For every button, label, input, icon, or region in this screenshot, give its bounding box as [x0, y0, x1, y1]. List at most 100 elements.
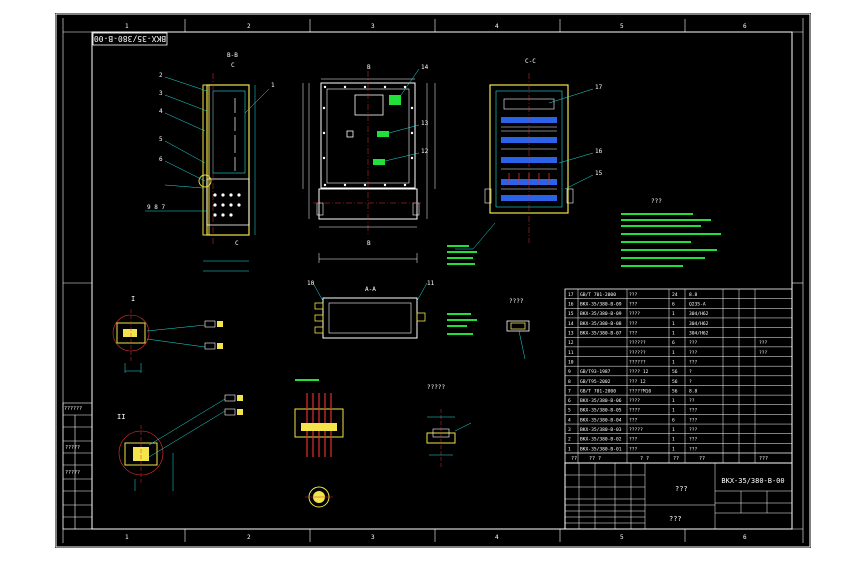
bom-cell-qty: 1: [672, 321, 675, 327]
bom-cell-code: BKX-35/380-B-06: [580, 398, 622, 404]
bom-cell-qty: 1: [672, 427, 675, 433]
bom-cell-code: BKX-35/380-B-01: [580, 446, 622, 452]
label-b-top: B: [367, 64, 371, 71]
bom-cell-name: ???: [629, 321, 638, 327]
bom-header-code: ?? ?: [589, 456, 601, 462]
grid-top-2: 2: [247, 23, 251, 30]
label-bb: B-B: [227, 52, 238, 59]
detail-label-2: ?????: [427, 384, 445, 391]
detail-small: ????: [506, 298, 530, 360]
grid-top-1: 1: [125, 23, 129, 30]
bom-cell-no: 13: [568, 331, 574, 337]
left-label-1: ??????: [64, 406, 82, 412]
bom-cell-mat: Q235-A: [689, 302, 706, 308]
bom-cell-name: ???: [629, 292, 638, 298]
bom-cell-name: ????: [629, 398, 640, 404]
bom-cell-qty: 6: [672, 340, 675, 346]
grid-bottom-4: 4: [495, 534, 499, 541]
bom-cell-no: 4: [568, 417, 571, 423]
drawing-sheet: 1 2 3 4 5 6 1 2 3 4 5 6 BKX-35/380-B-00 …: [55, 13, 811, 548]
callout-16: 16: [595, 148, 603, 155]
bom-cell-name: ??????: [629, 350, 646, 356]
detail-section: ?????: [426, 384, 472, 469]
bom-cell-qty: 1: [672, 446, 675, 452]
bom-header-name: ? ?: [640, 456, 649, 462]
bom-cell-mat: ?: [689, 369, 692, 375]
bom-cell-name: ????: [629, 311, 640, 317]
bom-cell-qty: 1: [672, 398, 675, 404]
view-front: B 14 13 12 B: [302, 64, 436, 263]
bom-cell-no: 8: [568, 379, 571, 385]
label-c-top: C: [231, 62, 235, 69]
tech-requirements: ???: [621, 198, 721, 267]
bom-cell-no: 15: [568, 311, 574, 317]
bom-cell-no: 5: [568, 408, 571, 414]
bom-cell-qty: 6: [672, 417, 675, 423]
bom-cell-qty: 1: [672, 331, 675, 337]
bom-cell-no: 12: [568, 340, 574, 346]
bom-cell-name: ???: [629, 302, 638, 308]
bom-cell-no: 9: [568, 369, 571, 375]
bom-cell-name: ???: [629, 417, 638, 423]
label-i: I: [131, 295, 135, 303]
bom-cell-no: 14: [568, 321, 574, 327]
grid-top-5: 5: [620, 23, 624, 30]
cad-drawing: 1 2 3 4 5 6 1 2 3 4 5 6 BKX-35/380-B-00 …: [55, 13, 811, 548]
grid-bottom-1: 1: [125, 534, 129, 541]
bom-cell-code: BKX-35/380-B-09: [580, 302, 622, 308]
bom-cell-name: ???: [629, 446, 638, 452]
bom-cell-qty: 1: [672, 408, 675, 414]
bom-cell-no: 7: [568, 388, 571, 394]
grid-top-3: 3: [371, 23, 375, 30]
bom-cell-code: GB/T 701-2000: [580, 292, 616, 298]
label-aa: A-A: [365, 286, 376, 293]
left-side-table: [62, 402, 93, 530]
detail-label-1: ????: [509, 298, 524, 305]
bom-cell-mat: ???: [689, 408, 698, 414]
bom-cell-name: ????: [629, 408, 640, 414]
bom-cell-qty: 56: [672, 369, 678, 375]
callout-11: 11: [427, 280, 435, 287]
bom-cell-mat: ???: [689, 427, 698, 433]
bom-cell-name: ?????M10: [629, 388, 651, 394]
bom-cell-no: 11: [568, 350, 574, 356]
grid-bottom-2: 2: [247, 534, 251, 541]
bom-cell-qty: 1: [672, 437, 675, 443]
bom-cell-mat: ???: [689, 437, 698, 443]
bom-cell-code: BKX-35/380-B-09: [580, 311, 622, 317]
callout-6: 6: [159, 156, 163, 163]
label-cc: C-C: [525, 58, 536, 65]
bom-cell-name: ??????: [629, 340, 646, 346]
callout-5: 5: [159, 136, 163, 143]
bom-cell-mat: ???: [689, 350, 698, 356]
bom-cell-mat: ???: [689, 359, 698, 365]
view-aa: A-A 10 11: [307, 280, 477, 339]
drawing-code-rotated: BKX-35/380-B-00: [94, 34, 166, 43]
callout-4: 4: [159, 108, 163, 115]
bom-cell-note: ???: [759, 340, 768, 346]
view-bb: B-B C 2 3 4 5 6: [145, 52, 275, 272]
bom-cell-qty: 56: [672, 388, 678, 394]
bom-cell-code: BKX-35/380-B-07: [580, 331, 622, 337]
bom-cell-qty: 6: [672, 302, 675, 308]
bom-cell-no: 17: [568, 292, 574, 298]
outer-border: [55, 13, 811, 548]
bom-cell-code: BKX-35/380-B-05: [580, 408, 622, 414]
bom-cell-no: 10: [568, 359, 574, 365]
view-cc: C-C 17 16 15: [447, 58, 603, 265]
bom-cell-no: 16: [568, 302, 574, 308]
bom-cell-no: 2: [568, 437, 571, 443]
bom-cell-note: ???: [759, 350, 768, 356]
bom-cell-mat: 8.8: [689, 292, 698, 298]
bom-cell-name: ?????: [629, 427, 643, 433]
left-label-3: ?????: [65, 470, 80, 476]
grid-bottom-6: 6: [743, 534, 747, 541]
bom-cell-mat: ?: [689, 379, 692, 385]
title-block-name: ???: [675, 485, 688, 493]
bom-cell-code: GB/T93-1987: [580, 369, 611, 375]
bom-cell-mat: ???: [689, 446, 698, 452]
bom-cell-qty: 56: [672, 379, 678, 385]
label-b-bottom: B: [367, 240, 371, 247]
detail-i: I: [112, 295, 223, 373]
